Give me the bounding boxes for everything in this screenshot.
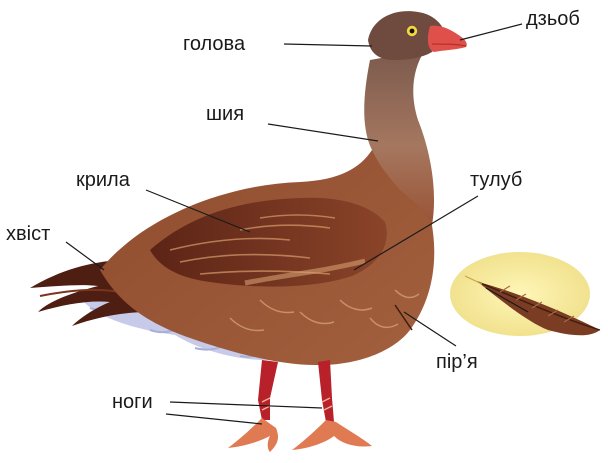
label-feathers: пір’я	[436, 352, 478, 372]
label-body: тулуб	[470, 170, 522, 190]
label-wings: крила	[76, 170, 130, 190]
leader-head	[284, 44, 372, 46]
label-beak: дзьоб	[526, 9, 580, 29]
goose-beak	[428, 26, 467, 52]
goose-legs	[228, 360, 372, 452]
leader-beak	[460, 24, 522, 40]
leader-legs-1	[170, 402, 322, 408]
leader-neck	[268, 124, 378, 141]
label-head: голова	[183, 34, 245, 54]
label-neck: шия	[206, 104, 244, 124]
leader-legs-2	[166, 414, 262, 424]
label-legs: ноги	[112, 392, 153, 412]
label-tail: хвіст	[6, 224, 50, 244]
